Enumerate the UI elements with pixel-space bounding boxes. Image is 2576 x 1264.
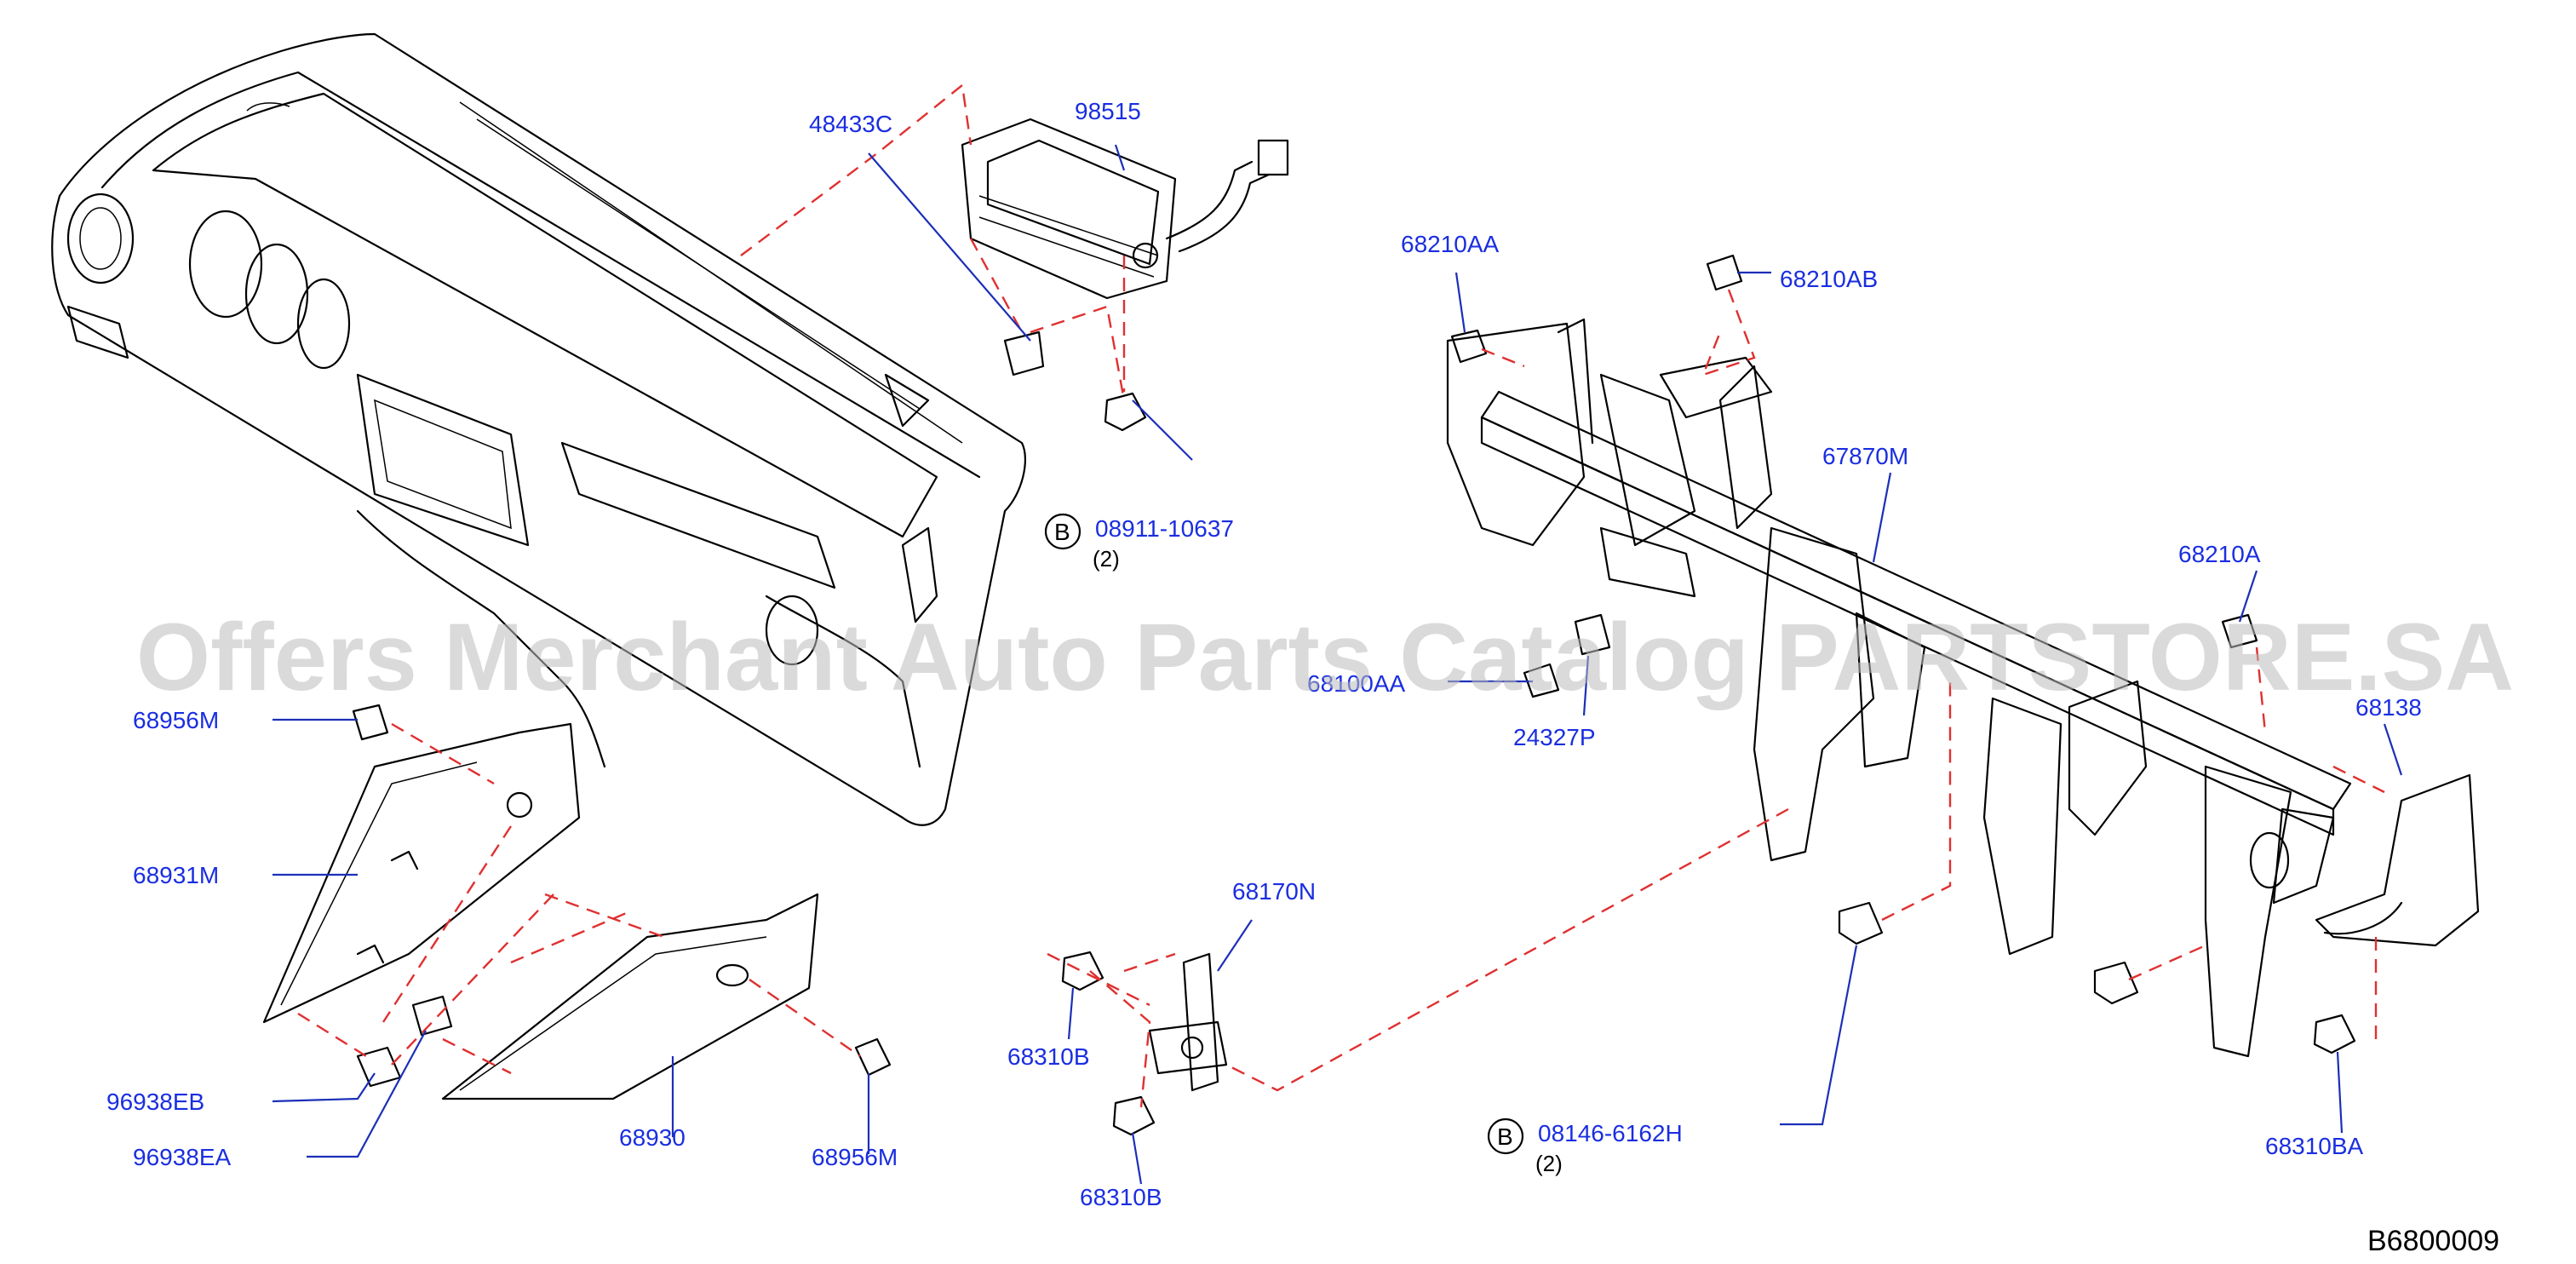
watermark: Offers Merchant Auto Parts Catalog PARTS… — [136, 604, 2514, 710]
label-68956m-top[interactable]: 68956M — [133, 707, 219, 733]
labels: 48433C 98515 68210AA 68210AB 67870M 6821… — [106, 98, 2422, 1210]
nut-08911 — [1104, 392, 1147, 432]
label-48433c[interactable]: 48433C — [809, 111, 892, 137]
assembly-lines — [297, 83, 2385, 1108]
clip-96938ea — [411, 995, 453, 1037]
bolt-mark: B — [1497, 1123, 1513, 1150]
instrument-panel — [51, 32, 1026, 826]
bolt-mark-circle — [1044, 513, 1081, 550]
label-08146-6162h[interactable]: 08146-6162H — [1538, 1120, 1683, 1146]
air-duct-98515 — [961, 118, 1289, 300]
label-67870m[interactable]: 67870M — [1822, 443, 1908, 469]
bolt-qty: (2) — [1093, 546, 1120, 572]
clip-96938eb — [356, 1046, 402, 1088]
nut-68310b-b — [1112, 1095, 1156, 1136]
bolt-callout-08911: B 08911-10637 (2) — [1044, 513, 1234, 572]
clip-68100aa — [1523, 663, 1560, 698]
label-68210ab[interactable]: 68210AB — [1780, 266, 1878, 292]
clip-68210aa — [1450, 329, 1488, 364]
clip-68210a — [2221, 613, 2258, 649]
leader-lines — [272, 144, 2403, 1185]
clip-48433c — [1003, 330, 1045, 376]
label-68138[interactable]: 68138 — [2355, 694, 2422, 721]
label-68310ba[interactable]: 68310BA — [2265, 1133, 2364, 1159]
nut-68310ba — [2313, 1014, 2356, 1054]
clip-68956m-bottom — [854, 1037, 892, 1077]
clip-68956m-top — [352, 704, 389, 741]
bolt-right — [2093, 961, 2139, 1005]
label-24327p[interactable]: 24327P — [1513, 724, 1596, 750]
bolt-callout-08146: B 08146-6162H (2) — [1487, 1117, 1683, 1176]
label-68930[interactable]: 68930 — [619, 1124, 686, 1151]
clip-24327p — [1574, 613, 1611, 656]
label-68931m[interactable]: 68931M — [133, 862, 219, 888]
label-68310b-b[interactable]: 68310B — [1080, 1184, 1162, 1210]
bolt-qty: (2) — [1535, 1151, 1563, 1176]
glove-box-68930 — [441, 893, 819, 1100]
label-96938ea[interactable]: 96938EA — [133, 1144, 232, 1170]
clip-68210ab — [1706, 254, 1743, 291]
steering-member-67870m — [1446, 318, 2480, 1058]
label-68210aa[interactable]: 68210AA — [1401, 231, 1500, 257]
label-68310b-a[interactable]: 68310B — [1007, 1043, 1090, 1070]
label-96938eb[interactable]: 96938EB — [106, 1089, 204, 1115]
bracket-68170n — [1148, 952, 1228, 1092]
bolt-mark-circle — [1487, 1117, 1524, 1155]
nut-68310b-a — [1061, 951, 1104, 991]
label-08911-10637[interactable]: 08911-10637 — [1095, 515, 1234, 542]
label-68170n[interactable]: 68170N — [1232, 878, 1316, 905]
diagram-code: B6800009 — [2367, 1225, 2499, 1257]
label-68210a[interactable]: 68210A — [2178, 541, 2261, 567]
lower-panel-68931m — [262, 722, 581, 1024]
bolt-mark: B — [1054, 519, 1070, 545]
label-68956m-bottom[interactable]: 68956M — [812, 1144, 898, 1170]
bolt-08146 — [1838, 901, 1884, 945]
label-68100aa[interactable]: 68100AA — [1307, 670, 1406, 697]
label-98515[interactable]: 98515 — [1075, 98, 1141, 124]
